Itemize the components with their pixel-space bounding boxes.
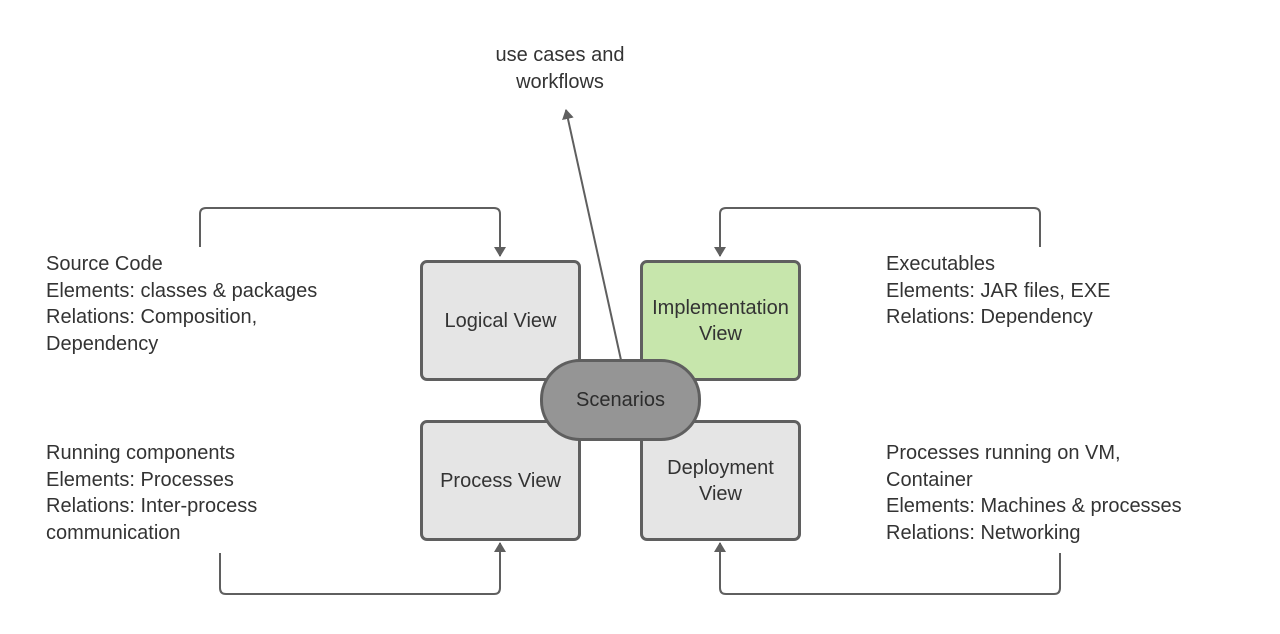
logical-note-line-1: Source Code (46, 253, 163, 275)
implementation-view-label-line-1: Implementation (652, 296, 789, 319)
implementation-view-label-line-2: View (699, 322, 742, 345)
process-note-line-4: communication (46, 521, 181, 544)
deployment-note-line-1: Processes running on VM, (886, 442, 1121, 464)
process-view-label: Process View (440, 469, 561, 492)
use-cases-line-1: use cases and (495, 44, 625, 66)
logical-note-line-4: Dependency (46, 332, 159, 355)
deployment-view-note: Processes running on VM, Container Eleme… (886, 440, 1182, 546)
scenarios-to-use-cases-arrow (562, 109, 622, 361)
scenarios-label: Scenarios (576, 388, 665, 411)
process-connector (219, 542, 506, 595)
implementation-note-line-2: Elements: JAR files, EXE (886, 279, 1111, 302)
process-note-line-2: Elements: Processes (46, 468, 234, 491)
implementation-note-line-3: Relations: Dependency (886, 306, 1093, 328)
deployment-note-line-3: Elements: Machines & processes (886, 495, 1182, 517)
deployment-view-label-line-1: Deployment (667, 456, 774, 479)
process-note-line-3: Relations: Inter-process (46, 495, 258, 517)
process-view-box: Process View (420, 420, 581, 541)
logical-note-line-3: Relations: Composition, (46, 306, 258, 328)
implementation-view-note: Executables Elements: JAR files, EXE Rel… (886, 251, 1111, 331)
logical-connector (199, 207, 506, 257)
logical-view-box: Logical View (420, 260, 581, 381)
process-note-line-1: Running components (46, 442, 236, 464)
use-cases-line-2: workflows (516, 70, 604, 93)
deployment-connector (714, 542, 1061, 595)
logical-note-line-2: Elements: classes & packages (46, 279, 318, 302)
use-cases-note: use cases and workflows (470, 42, 650, 95)
logical-view-label: Logical View (444, 309, 557, 332)
deployment-note-line-4: Relations: Networking (886, 521, 1081, 544)
logical-view-note: Source Code Elements: classes & packages… (46, 251, 317, 357)
deployment-note-line-2: Container (886, 468, 973, 491)
implementation-connector (714, 207, 1041, 257)
implementation-note-line-1: Executables (886, 253, 995, 275)
process-view-note: Running components Elements: Processes R… (46, 440, 257, 546)
scenarios-node: Scenarios (540, 359, 701, 441)
deployment-view-label-line-2: View (699, 482, 742, 505)
